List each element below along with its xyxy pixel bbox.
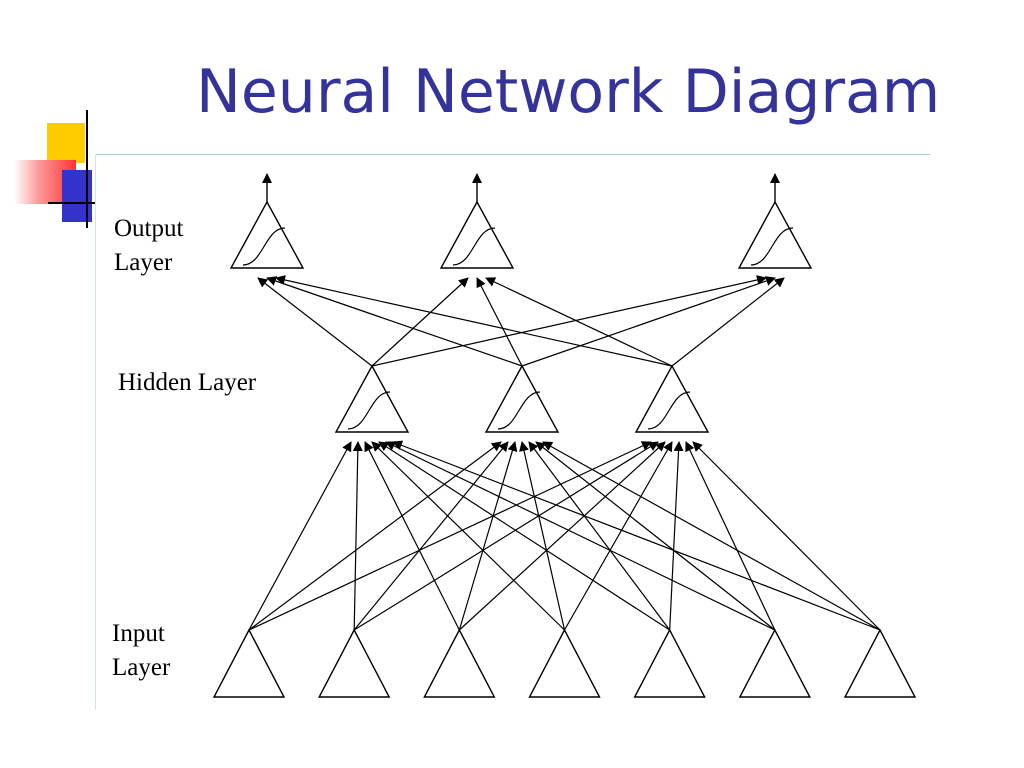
output-node-3-sigmoid-curve xyxy=(750,227,794,266)
edge-hidden-1-output-2 xyxy=(371,277,469,367)
edge-hidden-3-output-2 xyxy=(485,277,673,367)
edge-input-5-hidden-1 xyxy=(378,441,670,631)
decor-horizontal-line xyxy=(48,202,96,204)
slide-title: Neural Network Diagram xyxy=(196,57,941,127)
edge-hidden-2-output-1 xyxy=(266,276,523,367)
edge-input-1-hidden-2 xyxy=(248,441,502,631)
output-node-1-sigmoid-curve xyxy=(242,227,286,266)
edge-input-3-hidden-2 xyxy=(458,441,518,631)
output-node-3 xyxy=(737,200,813,269)
edge-hidden-2-output-3 xyxy=(521,276,776,367)
edge-hidden-3-output-3 xyxy=(671,277,785,367)
input-node-2 xyxy=(318,628,391,698)
hidden-node-2-sigmoid-curve xyxy=(497,391,541,430)
edge-input-1-hidden-3 xyxy=(248,441,652,631)
edge-input-7-hidden-3 xyxy=(692,441,881,631)
decor-yellow-square xyxy=(47,123,85,163)
layer-nodes xyxy=(212,200,917,698)
output-layer-label-line1: Output xyxy=(114,215,184,242)
output-layer-label-line2: Layer xyxy=(114,249,173,276)
hidden-node-1 xyxy=(334,364,410,433)
edge-input-6-hidden-3 xyxy=(685,441,776,631)
edge-input-4-hidden-3 xyxy=(563,441,673,631)
edge-input-5-hidden-3 xyxy=(669,441,684,631)
edge-input-3-hidden-3 xyxy=(458,441,666,631)
hidden-node-1-sigmoid-curve xyxy=(347,391,391,430)
input-layer-label-line2: Layer xyxy=(112,654,171,681)
edge-input-2-hidden-3 xyxy=(353,441,659,631)
output-node-2-sigmoid-curve xyxy=(452,227,496,266)
content-left-rule xyxy=(95,154,96,710)
edge-input-4-hidden-2 xyxy=(519,441,566,631)
input-node-7 xyxy=(843,628,917,698)
input-layer-label-line1: Input xyxy=(112,620,165,647)
edge-input-7-hidden-2 xyxy=(542,441,881,631)
hidden-node-3 xyxy=(634,364,710,433)
hidden-node-3-sigmoid-curve xyxy=(647,391,691,430)
output-arrows xyxy=(262,173,780,202)
edge-hidden-3-output-1 xyxy=(275,275,673,367)
edge-input-6-hidden-1 xyxy=(385,441,776,631)
edge-input-3-hidden-1 xyxy=(364,441,460,631)
connection-lines xyxy=(248,275,881,631)
edge-input-2-hidden-1 xyxy=(352,441,363,631)
hidden-node-2 xyxy=(484,364,560,433)
decor-vertical-line xyxy=(86,110,88,228)
edge-input-2-hidden-2 xyxy=(353,441,509,631)
input-node-5 xyxy=(633,628,706,698)
edge-input-6-hidden-2 xyxy=(535,441,776,631)
edge-hidden-2-output-2 xyxy=(476,277,523,367)
input-node-6 xyxy=(738,628,811,698)
edge-input-7-hidden-1 xyxy=(392,440,881,631)
input-node-4 xyxy=(528,628,601,698)
output-node-1 xyxy=(229,200,305,269)
edge-hidden-1-output-1 xyxy=(257,277,373,367)
input-node-3 xyxy=(423,628,496,698)
edge-input-1-hidden-1 xyxy=(248,441,352,631)
hidden-layer-label: Hidden Layer xyxy=(118,369,257,396)
edge-input-4-hidden-1 xyxy=(371,441,565,631)
input-node-1 xyxy=(212,628,286,698)
edge-input-5-hidden-2 xyxy=(528,441,671,631)
title-rule xyxy=(96,154,930,155)
edge-hidden-1-output-3 xyxy=(371,275,767,367)
output-node-2 xyxy=(439,200,515,269)
